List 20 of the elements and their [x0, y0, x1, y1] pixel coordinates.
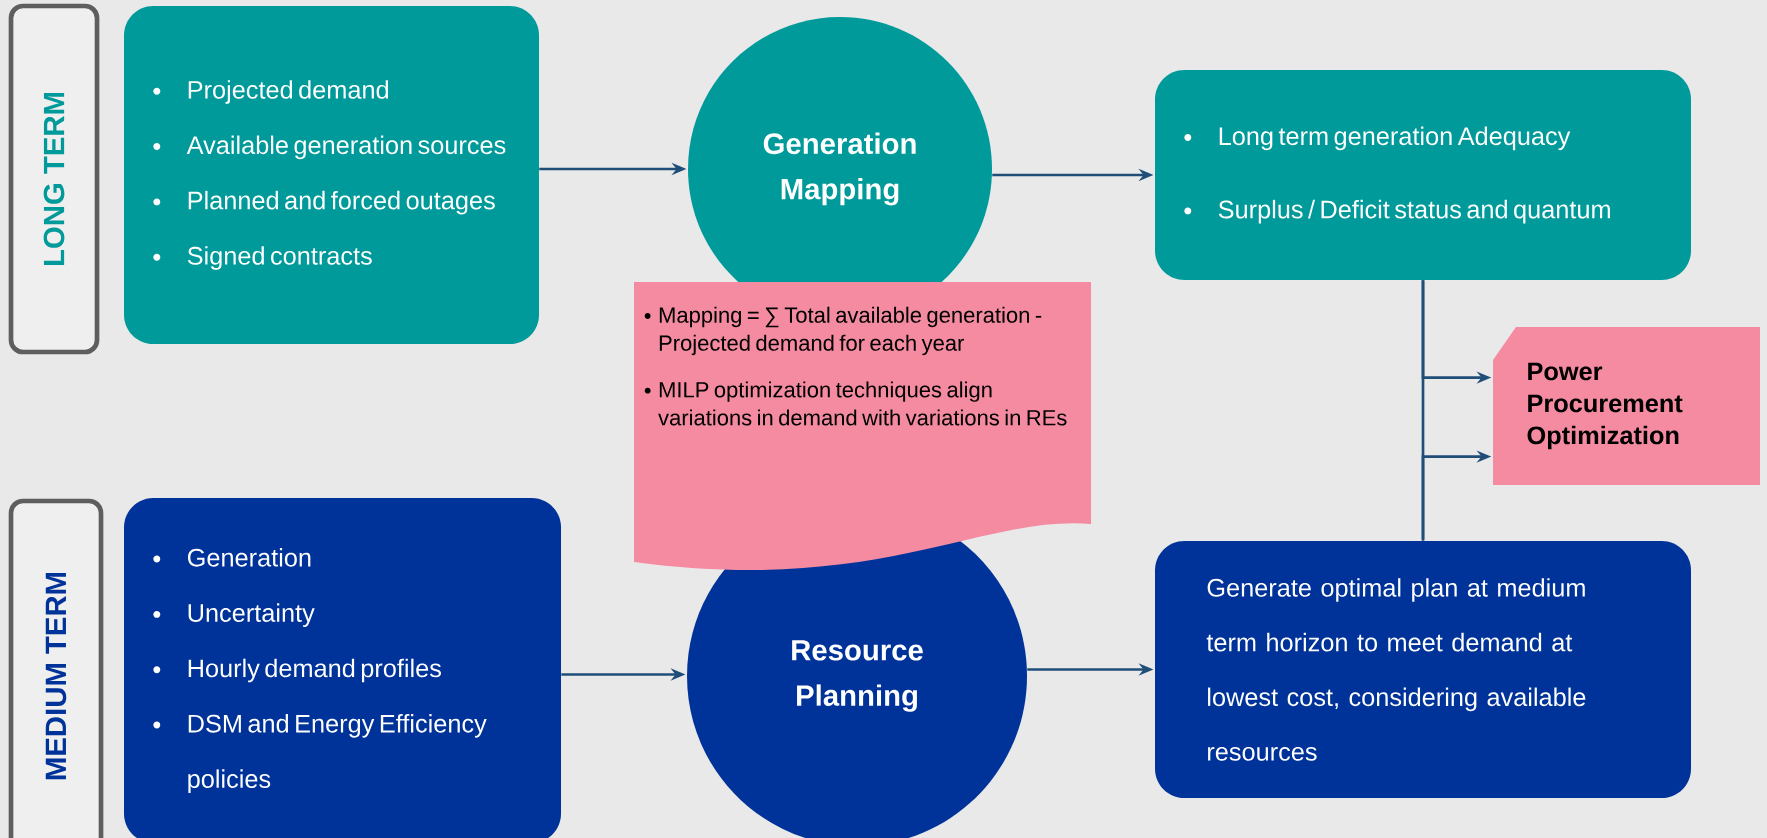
bullet-item: Generation	[187, 548, 311, 567]
list-box	[1155, 70, 1691, 280]
output-box: Generate optimal plan at medium term horizon to meet demand at lowest cost, considering available resources	[1155, 541, 1691, 798]
callout-box: Power Procurement Optimization	[1493, 327, 1760, 485]
bullet-item: Planned and forced outages	[188, 190, 495, 215]
bullet-item: DSM and Energy Efficiency policies	[188, 714, 487, 793]
bullet-item: Projected demand	[188, 80, 388, 104]
bullet-item: Signed contracts	[187, 246, 372, 270]
note-box	[634, 282, 1091, 570]
note-item: MILP optimization techniques align variations in demand with variations in REs	[658, 381, 1067, 426]
bullet-item: Long term generation Adequacy	[1219, 126, 1571, 151]
list-box	[124, 498, 561, 838]
term-label-box: MEDIUM TERM	[8, 498, 104, 838]
bullet-item: Hourly demand profiles	[188, 658, 441, 683]
bullet-item: Surplus / Deficit status and quantum	[1218, 199, 1610, 224]
connector-line	[1421, 280, 1425, 540]
bullet-item: Available generation sources	[186, 135, 506, 160]
term-label-box: LONG TERM	[8, 3, 100, 355]
list-box	[124, 6, 539, 344]
bullet-item: Uncertainty	[188, 603, 315, 627]
